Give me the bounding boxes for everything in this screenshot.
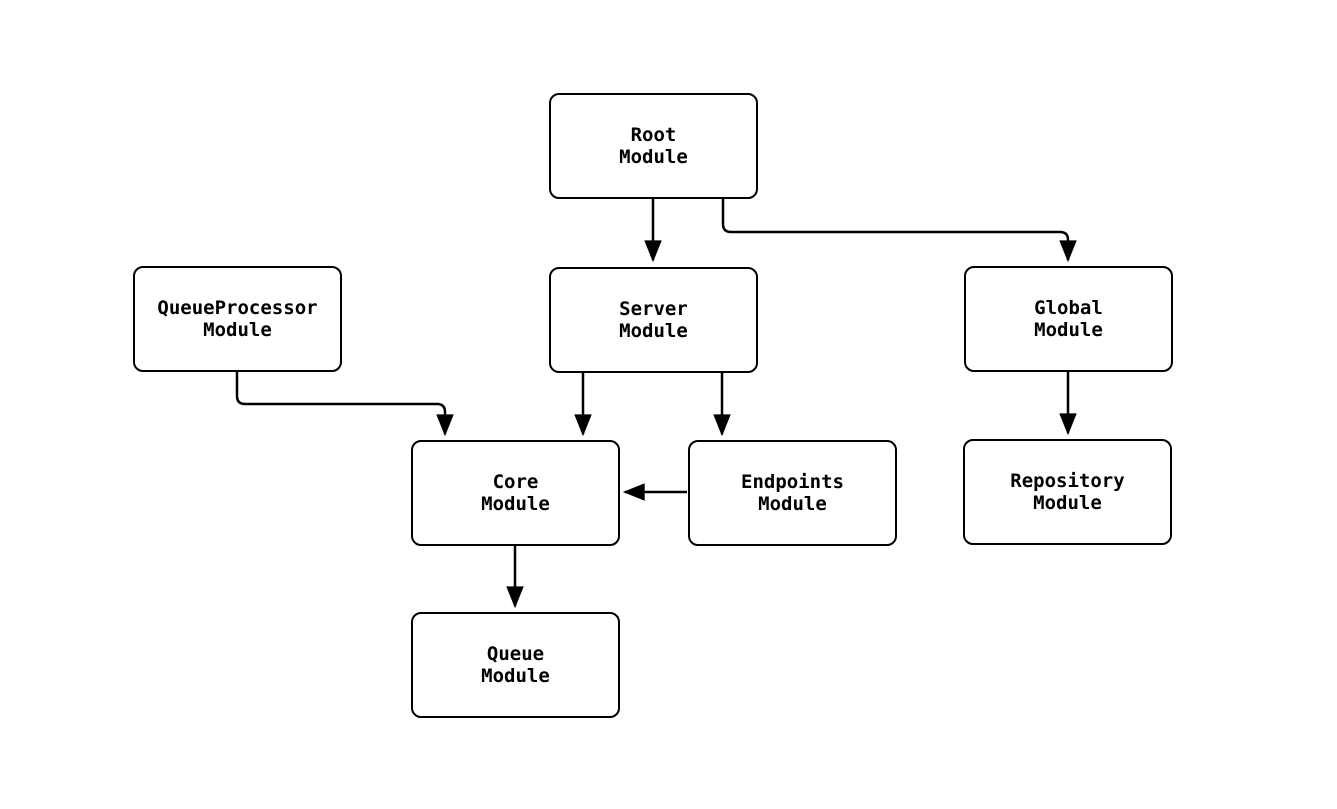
edge-root-to-global [721, 199, 1077, 263]
edge-queueprocessor-to-core [235, 372, 454, 437]
